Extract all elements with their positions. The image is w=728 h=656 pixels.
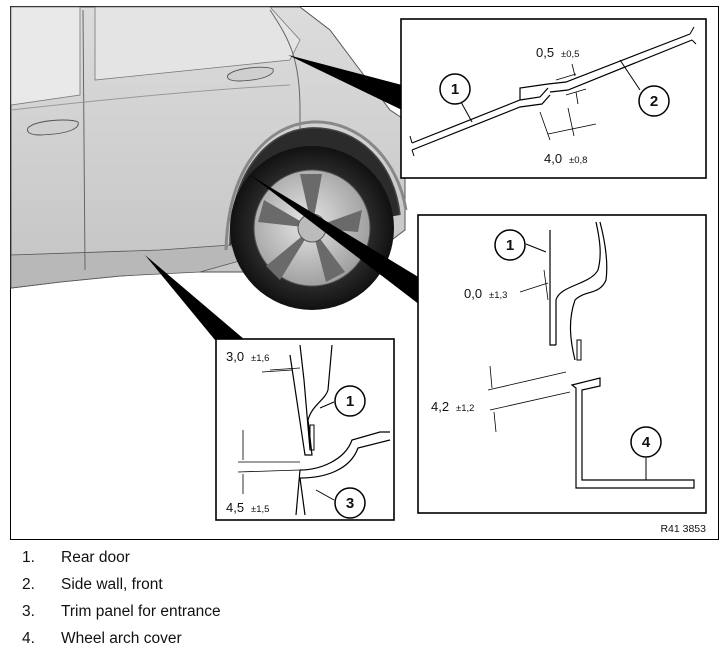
rear-door-profile: [549, 230, 556, 346]
legend-label: Wheel arch cover: [61, 630, 182, 647]
dim-tolerance: ±0,5: [561, 49, 579, 60]
rear-door-handle: [227, 66, 274, 82]
window-2: [94, 6, 301, 81]
legend-number: 4.: [22, 630, 35, 647]
inset-top-right: 1 2 0,5 ±0,5 4,0 ±0,8: [400, 18, 707, 179]
dim-tolerance: ±1,3: [489, 290, 507, 301]
legend-number: 1.: [22, 549, 35, 566]
dim-value: 4,0: [544, 151, 562, 166]
legend-label: Rear door: [61, 549, 130, 566]
technical-diagram: 1 2 0,5 ±0,5 4,0 ±0,8 1 4 0,0 ±1,3 4,2 ±…: [10, 6, 719, 540]
callout-2: 2: [650, 93, 658, 110]
front-door-handle: [27, 119, 79, 136]
legend-number: 3.: [22, 603, 35, 620]
pointer-wedge-middle: [250, 175, 420, 305]
dim-tolerance: ±1,2: [456, 403, 474, 414]
callout-1: 1: [346, 393, 354, 410]
dim-value: 4,2: [431, 399, 449, 414]
inset-frame: [417, 214, 707, 514]
rear-door-profile: [289, 344, 333, 456]
pointer-wedge-bottom: [145, 255, 245, 340]
inset-bottom-center: 1 3 3,0 ±1,6 4,5 ±1,5: [215, 338, 395, 521]
legend-label: Side wall, front: [61, 576, 163, 593]
legend-label: Trim panel for entrance: [61, 603, 221, 620]
inset-frame: [215, 338, 395, 521]
trim-panel-profile: [295, 431, 391, 516]
dim-value: 0,5: [536, 45, 554, 60]
inset-middle-right: 1 4 0,0 ±1,3 4,2 ±1,2: [417, 214, 707, 514]
fender-lip: [224, 120, 408, 251]
legend: 1. Rear door 2. Side wall, front 3. Trim…: [0, 545, 728, 656]
callout-1: 1: [506, 237, 514, 254]
dim-value: 3,0: [226, 349, 244, 364]
legend-number: 2.: [22, 576, 35, 593]
door-seam: [82, 9, 86, 271]
car-illustration: [10, 6, 408, 310]
callout-3: 3: [346, 495, 354, 512]
dim-tolerance: ±0,8: [569, 155, 587, 166]
side-wall-panel: [519, 33, 691, 100]
dim-tolerance: ±1,6: [251, 353, 269, 364]
callout-4: 4: [642, 434, 651, 451]
callout-1: 1: [451, 81, 459, 98]
sill: [10, 244, 251, 289]
dim-value: 4,5: [226, 500, 244, 515]
belt-line: [10, 84, 291, 111]
dim-tolerance: ±1,5: [251, 504, 269, 515]
pointer-wedge-top: [288, 55, 402, 110]
reference-code: R41 3853: [660, 523, 706, 535]
rear-door-panel: [411, 87, 549, 144]
wheel-arch-cover-profile: [570, 377, 695, 489]
window: [10, 6, 81, 106]
dim-value: 0,0: [464, 286, 482, 301]
